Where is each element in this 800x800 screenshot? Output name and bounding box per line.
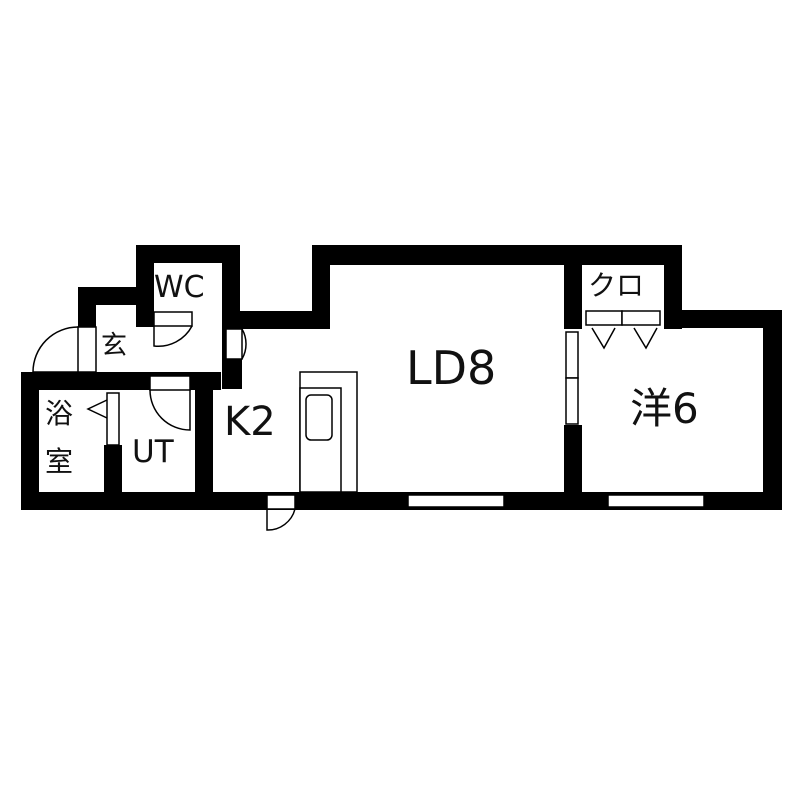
closet-door-marker	[633, 327, 658, 350]
closet-door-marker	[591, 327, 616, 350]
wall	[195, 372, 213, 510]
entrance-door-swing	[32, 326, 79, 373]
room-label-western: 洋6	[630, 384, 699, 433]
room-label-genkan: 玄	[101, 331, 128, 361]
room-label-closet: クロ	[588, 269, 645, 302]
door-frame	[149, 375, 191, 391]
exterior-door-swing	[266, 508, 296, 531]
room-label-ut: UT	[132, 434, 174, 470]
window	[607, 494, 705, 508]
closet-door	[621, 310, 661, 326]
bath-door	[106, 392, 120, 446]
wall	[21, 372, 39, 510]
wall	[78, 287, 96, 327]
wall	[312, 245, 330, 329]
wall	[664, 245, 682, 329]
bath-door-marker	[86, 399, 108, 419]
wall	[763, 310, 782, 510]
wall	[564, 425, 582, 510]
wall	[222, 245, 240, 315]
window	[407, 494, 505, 508]
kitchen-door-swing	[241, 328, 247, 360]
door-frame	[225, 328, 243, 360]
wall	[222, 311, 330, 329]
room-label-wc: WC	[154, 270, 205, 305]
sink-icon	[305, 394, 333, 441]
room-label-bath-2: 室	[45, 445, 74, 478]
window	[565, 331, 579, 379]
wall	[21, 372, 221, 390]
door-frame	[266, 494, 296, 510]
wc-door-swing	[153, 325, 193, 347]
door-frame	[153, 311, 193, 327]
wall	[312, 245, 682, 265]
entrance-door-frame	[77, 326, 97, 373]
wall	[136, 311, 154, 327]
wall	[564, 245, 582, 329]
ut-door-swing	[149, 389, 191, 431]
room-label-living: LD8	[406, 341, 497, 395]
closet-door	[585, 310, 623, 326]
room-label-bath-1: 浴	[45, 397, 74, 430]
wall	[78, 287, 154, 305]
window	[565, 377, 579, 425]
wall	[664, 310, 782, 328]
wall	[136, 245, 240, 263]
room-label-kitchen: K2	[224, 399, 276, 445]
wall	[104, 445, 122, 510]
